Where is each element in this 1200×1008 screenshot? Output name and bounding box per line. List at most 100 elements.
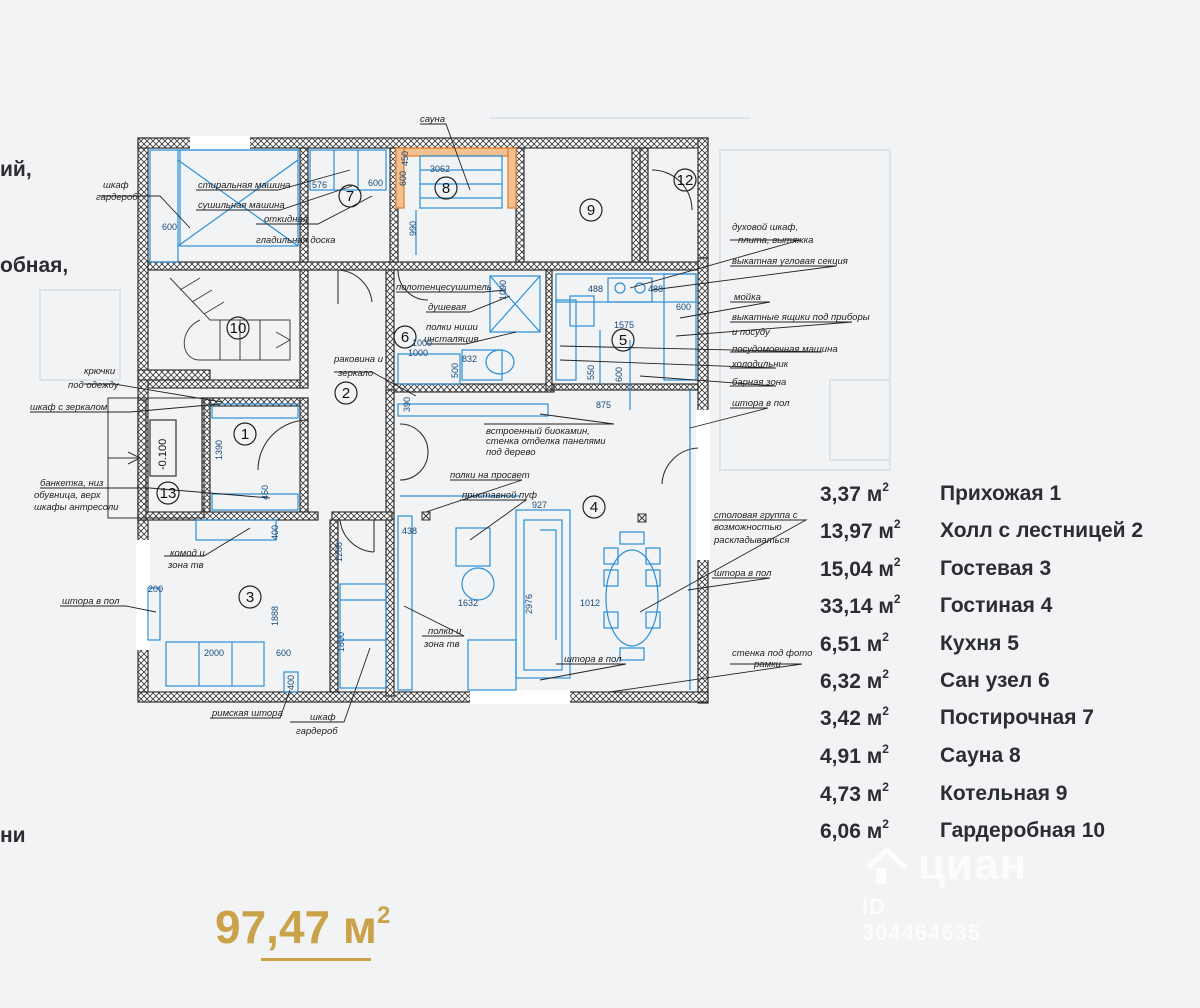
dimension: 875 [596,400,611,410]
walls [136,136,710,704]
edge-text-2: обная, [0,254,69,277]
legend-room-name: Кухня 5 [940,632,1019,655]
annotation: приставной пуф [462,490,537,501]
legend-area: 33,14 м2 [820,592,901,618]
room-number-6: 6 [401,329,409,346]
room-number-4: 4 [590,499,598,516]
room-number-10: 10 [230,320,247,337]
legend-area: 6,06 м2 [820,817,889,843]
total-area: 97,47 м2 [215,900,391,961]
dimension: 3062 [430,164,450,174]
annotation: выкатная угловая секция [732,256,848,267]
legend-row: 13,97 м2 Холл с лестницей 2 [0,517,1200,549]
legend-area: 4,91 м2 [820,742,889,768]
legend-row: 33,14 м2 Гостиная 4 [0,592,1200,624]
dimension: 500 [450,363,460,378]
edge-text-3: ни [0,824,26,847]
watermark-name: циан [918,840,1028,889]
legend-room-name: Холл с лестницей 2 [940,519,1144,542]
dimension: 450 [400,151,410,166]
legend-row: 6,06 м2 Гардеробная 10 [0,817,1200,849]
annotation: римская штора [211,708,283,719]
annotation: штора в пол [714,568,772,579]
annotation: встроенный биокамин,стенка отделка панел… [486,426,606,458]
legend-room-name: Гардеробная 10 [940,819,1106,842]
entrance-porch [107,397,205,519]
dimension: 1800 [336,632,346,652]
legend-room-name: Сауна 8 [940,744,1021,767]
legend-room-name: Гостиная 4 [940,594,1053,617]
room-number-7: 7 [346,188,354,205]
legend-room-name: Прихожая 1 [940,482,1062,505]
annotation: посудомоечная машина [732,344,838,355]
annotation: сауна [420,114,445,125]
annotation: шкаф с зеркалом [30,402,108,413]
legend-row: 15,04 м2 Гостевая 3 [0,555,1200,587]
legend-row: 6,51 м2 Кухня 5 [0,630,1200,662]
dimension: 488 [648,284,663,294]
dimension: 1000 [408,348,428,358]
dimension: 400 [270,525,280,540]
dimension: 1888 [270,606,280,626]
legend-room-name: Постирочная 7 [940,706,1094,729]
dimension: 600 [676,302,691,312]
legend-area: 3,42 м2 [820,704,889,730]
furniture [147,149,697,693]
annotation: стиральная машина [198,180,290,191]
dimension: 927 [532,500,547,510]
annotation: барная зона [732,377,786,388]
total-area-unit: м [342,901,377,953]
annotation: полотенцесушитель [396,282,492,293]
legend-area: 13,97 м2 [820,517,901,543]
legend-room-name: Гостевая 3 [940,557,1052,580]
room-number-8: 8 [442,180,450,197]
dimension: 600 [614,367,624,382]
room-number-1: 1 [241,426,249,443]
legend-row: 6,32 м2 Сан узел 6 [0,667,1200,699]
room-number-3: 3 [246,589,254,606]
legend-area: 15,04 м2 [820,555,901,581]
room-number-5: 5 [619,332,627,349]
dimension: 576 [312,180,327,190]
staircase [169,277,292,361]
dimension: 200 [148,584,163,594]
dimension: 450 [260,485,270,500]
legend-row: 3,42 м2 Постирочная 7 [0,704,1200,736]
annotation: духовой шкаф,плита, вытяжка [732,222,813,246]
total-area-value: 97,47 [215,901,331,953]
dimensions: 3062 450 600 600 1090 990 600 576 488 48… [148,151,691,690]
legend-area: 6,51 м2 [820,630,889,656]
annotation: штора в пол [732,398,790,409]
dimension: 400 [286,675,296,690]
dimension: 488 [588,284,603,294]
dimension: 1090 [498,280,508,300]
dimension: 1012 [580,598,600,608]
dimension: 600 [276,648,291,658]
dimension: 1632 [458,598,478,608]
annotation: полки на просвет [450,470,530,481]
total-area-sup: 2 [376,902,391,929]
annotation: штора в пол [62,596,120,607]
room-number-9: 9 [587,202,595,219]
dimension: 832 [462,354,477,364]
legend-row: 4,91 м2 Сауна 8 [0,742,1200,774]
dimension: 600 [398,171,408,186]
legend-row: 4,73 м2 Котельная 9 [0,780,1200,812]
leader-lines [30,123,853,723]
room-number-12: 12 [677,172,694,189]
watermark-id: ID 304464635 [862,894,982,945]
dimension: 600 [162,222,177,232]
annotation: душевая [428,302,466,313]
dimension: 1000 [412,338,432,348]
